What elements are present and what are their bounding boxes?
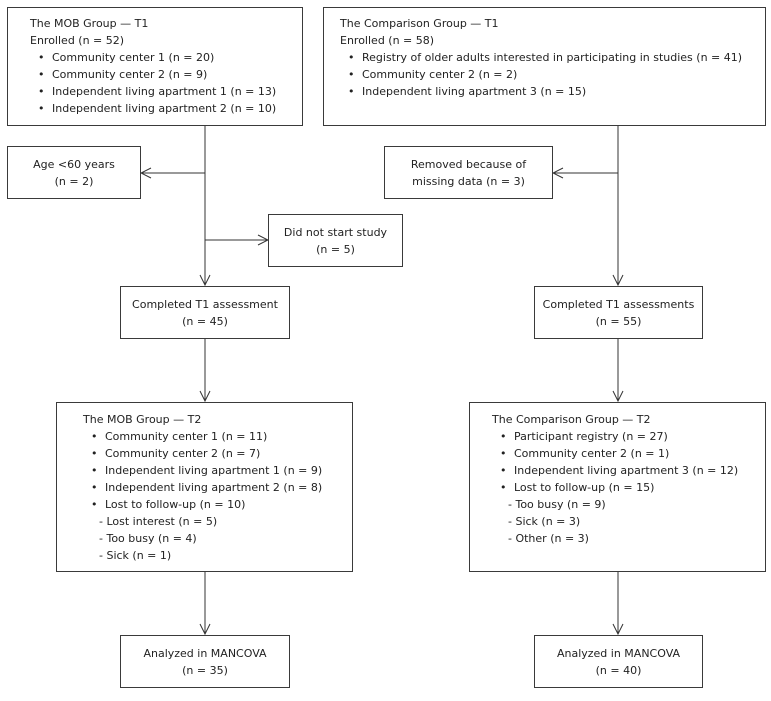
mob-completed-box: Completed T1 assessment (n = 45) xyxy=(120,286,290,339)
list-item: Independent living apartment 3 (n = 12) xyxy=(492,462,765,479)
mob-analyzed-box: Analyzed in MANCOVA (n = 35) xyxy=(120,635,290,688)
list-item: Independent living apartment 1 (n = 9) xyxy=(83,462,352,479)
mob-t2-box: The MOB Group — T2 Community center 1 (n… xyxy=(56,402,353,572)
age-exclusion-count: (n = 2) xyxy=(54,174,94,188)
missing-data-exclusion-box: Removed because of missing data (n = 3) xyxy=(384,146,553,199)
list-item: Independent living apartment 2 (n = 8) xyxy=(83,479,352,496)
cmp-completed-count: (n = 55) xyxy=(595,314,642,328)
cmp-t2-box: The Comparison Group — T2 Participant re… xyxy=(469,402,766,572)
mob-t1-list: Community center 1 (n = 20) Community ce… xyxy=(30,49,302,117)
mob-t2-title: The MOB Group — T2 xyxy=(83,413,202,426)
list-item: Community center 2 (n = 9) xyxy=(30,66,302,83)
list-item: Independent living apartment 3 (n = 15) xyxy=(340,83,765,100)
list-item: Community center 1 (n = 20) xyxy=(30,49,302,66)
cmp-analyzed-box: Analyzed in MANCOVA (n = 40) xyxy=(534,635,703,688)
cmp-t1-title: The Comparison Group — T1 xyxy=(340,17,499,30)
mob-t1-title: The MOB Group — T1 xyxy=(30,17,149,30)
cmp-completed-label: Completed T1 assessments xyxy=(542,297,695,311)
list-subitem: - Too busy (n = 9) xyxy=(508,498,606,511)
list-item: Community center 1 (n = 11) xyxy=(83,428,352,445)
nostart-exclusion-count: (n = 5) xyxy=(316,242,355,256)
cmp-completed-box: Completed T1 assessments (n = 55) xyxy=(534,286,703,339)
list-item: Lost to follow-up (n = 10) xyxy=(83,496,352,513)
list-subitem: - Other (n = 3) xyxy=(508,532,589,545)
list-subitem: - Lost interest (n = 5) xyxy=(99,515,218,528)
cmp-analyzed-count: (n = 40) xyxy=(595,663,642,677)
cmp-t1-box: The Comparison Group — T1 Enrolled (n = … xyxy=(323,7,766,126)
list-item: Independent living apartment 1 (n = 13) xyxy=(30,83,302,100)
cmp-t2-title: The Comparison Group — T2 xyxy=(492,413,651,426)
list-subitem: - Sick (n = 3) xyxy=(508,515,581,528)
cmp-analyzed-label: Analyzed in MANCOVA xyxy=(556,646,681,660)
nostart-exclusion-label: Did not start study xyxy=(283,225,388,239)
missing-data-count: missing data (n = 3) xyxy=(412,174,525,188)
list-item: Registry of older adults interested in p… xyxy=(340,49,765,66)
list-item: Community center 2 (n = 7) xyxy=(83,445,352,462)
missing-data-label: Removed because of xyxy=(410,157,527,171)
mob-t1-enrolled: Enrolled (n = 52) xyxy=(30,34,125,47)
cmp-t1-list: Registry of older adults interested in p… xyxy=(340,49,765,100)
nostart-exclusion-box: Did not start study (n = 5) xyxy=(268,214,403,267)
list-item: Lost to follow-up (n = 15) xyxy=(492,479,765,496)
age-exclusion-label: Age <60 years xyxy=(33,157,115,171)
cmp-t1-enrolled: Enrolled (n = 58) xyxy=(340,34,435,47)
mob-analyzed-label: Analyzed in MANCOVA xyxy=(143,646,267,660)
mob-analyzed-count: (n = 35) xyxy=(182,663,228,677)
list-item: Participant registry (n = 27) xyxy=(492,428,765,445)
list-subitem: - Sick (n = 1) xyxy=(99,549,172,562)
list-subitem: - Too busy (n = 4) xyxy=(99,532,197,545)
cmp-t2-list: Participant registry (n = 27) Community … xyxy=(492,428,765,547)
mob-t2-list: Community center 1 (n = 11) Community ce… xyxy=(83,428,352,564)
list-item: Community center 2 (n = 2) xyxy=(340,66,765,83)
mob-completed-label: Completed T1 assessment xyxy=(132,297,278,311)
age-exclusion-box: Age <60 years (n = 2) xyxy=(7,146,141,199)
list-item: Community center 2 (n = 1) xyxy=(492,445,765,462)
mob-t1-box: The MOB Group — T1 Enrolled (n = 52) Com… xyxy=(7,7,303,126)
list-item: Independent living apartment 2 (n = 10) xyxy=(30,100,302,117)
mob-completed-count: (n = 45) xyxy=(182,314,228,328)
